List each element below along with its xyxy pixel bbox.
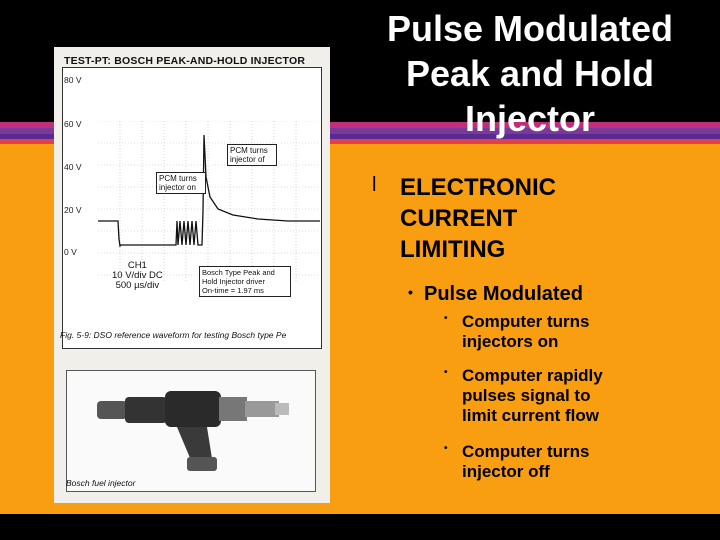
- scanned-figure: TEST-PT: BOSCH PEAK-AND-HOLD INJECTOR 80…: [54, 47, 330, 503]
- slide-title: Pulse Modulated Peak and Hold Injector: [350, 6, 710, 141]
- footer-band: [0, 514, 720, 540]
- l3-2-line-1: Computer rapidly: [462, 366, 603, 385]
- scope-title: TEST-PT: BOSCH PEAK-AND-HOLD INJECTOR: [64, 55, 306, 67]
- l3-3-line-2: injector off: [462, 462, 550, 481]
- bullet-level3-text: Computer turns injector off: [462, 442, 590, 482]
- dot-bullet-icon: •: [444, 313, 448, 324]
- y-label-40: 40 V: [64, 162, 82, 172]
- channel-volts: 10 V/div DC: [112, 270, 163, 281]
- bosch-line-1: Bosch Type Peak and: [202, 268, 275, 277]
- callout-off-line-1: PCM turns: [230, 146, 268, 155]
- bosch-line-3: On-time = 1.97 ms: [202, 286, 264, 295]
- decorative-stripes: [0, 122, 720, 144]
- callout-injector-off: PCM turns injector of: [227, 144, 277, 166]
- dot-bullet-icon: •: [444, 443, 448, 454]
- photo-label: Bosch fuel injector: [66, 478, 136, 488]
- stripe-purple: [0, 128, 720, 134]
- callout-injector-on: PCM turns injector on: [156, 172, 206, 194]
- bullet-level1-text: ELECTRONIC CURRENT LIMITING: [400, 172, 556, 265]
- injector-photo: [66, 370, 316, 492]
- waveform-plot: [98, 121, 320, 281]
- channel-time: 500 µs/div: [115, 280, 160, 291]
- callout-on-line-1: PCM turns: [159, 174, 197, 183]
- stripe-magenta: [0, 122, 720, 128]
- channel-settings: CH1 10 V/div DC 500 µs/div: [112, 261, 163, 291]
- y-label-60: 60 V: [64, 119, 82, 129]
- channel-name: CH1: [127, 260, 147, 271]
- callout-off-line-2: injector of: [230, 155, 265, 164]
- fuel-injector-icon: [97, 391, 289, 471]
- l3-2-line-2: pulses signal to: [462, 386, 591, 405]
- callout-on-line-2: injector on: [159, 183, 196, 192]
- y-label-20: 20 V: [64, 205, 82, 215]
- bullet-level3-text: Computer rapidly pulses signal to limit …: [462, 366, 603, 426]
- bullet-l1-line-2: CURRENT: [400, 205, 518, 232]
- y-label-0: 0 V: [64, 247, 77, 257]
- title-line-1: Pulse Modulated: [386, 8, 674, 49]
- title-line-3: Injector: [464, 98, 596, 139]
- waveform-trace: [98, 134, 320, 248]
- grid-lines: [98, 121, 320, 281]
- bosch-line-2: Hold Injector driver: [202, 277, 265, 286]
- bullet-level3-text: Computer turns injectors on: [462, 312, 590, 352]
- dot-bullet-icon: •: [444, 367, 448, 378]
- bullet-l1-line-3: LIMITING: [400, 236, 506, 263]
- circle-bullet-icon: l: [372, 174, 377, 196]
- l3-3-line-1: Computer turns: [462, 442, 590, 461]
- oscilloscope-frame: [62, 67, 322, 349]
- y-label-80: 80 V: [64, 75, 82, 85]
- stripe-red: [0, 139, 720, 144]
- stripe-violet: [0, 134, 720, 139]
- title-line-2: Peak and Hold: [405, 53, 655, 94]
- bullet-level2-text: Pulse Modulated: [424, 283, 583, 305]
- bosch-info-box: Bosch Type Peak and Hold Injector driver…: [199, 266, 291, 297]
- l3-2-line-3: limit current flow: [462, 406, 599, 425]
- l3-1-line-2: injectors on: [462, 332, 559, 351]
- l3-1-line-1: Computer turns: [462, 312, 590, 331]
- bullet-l1-line-1: ELECTRONIC: [400, 174, 556, 201]
- figure-caption: Fig. 5-9: DSO reference waveform for tes…: [60, 330, 287, 340]
- dot-bullet-icon: •: [408, 284, 413, 300]
